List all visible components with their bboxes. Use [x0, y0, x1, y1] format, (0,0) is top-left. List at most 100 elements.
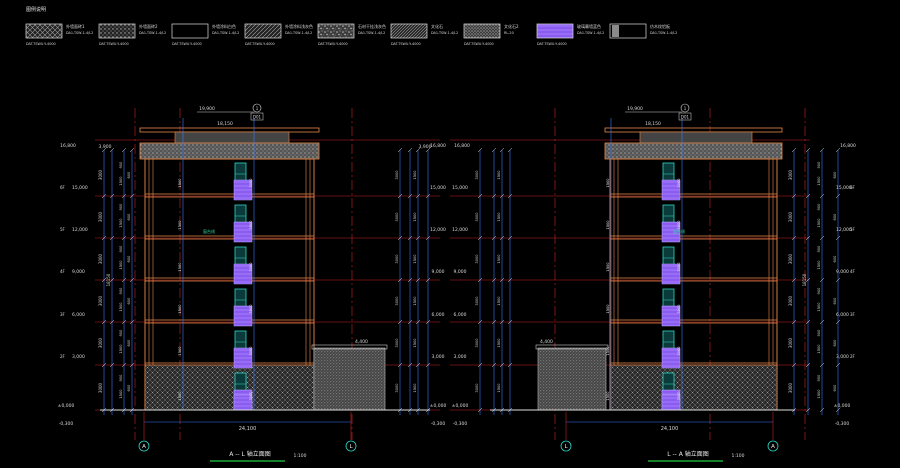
- dim-text: 3000: [98, 337, 103, 348]
- dim-text: 3000: [475, 254, 479, 264]
- dim-tick: [397, 147, 403, 153]
- dim-text: 3000: [677, 220, 681, 230]
- callout-number: 1: [256, 106, 259, 111]
- dim-tick: [507, 407, 513, 413]
- dim-tick: [805, 277, 811, 283]
- dim-text: 600: [833, 339, 837, 347]
- dim-tick: [491, 319, 497, 325]
- roof-band: [604, 142, 783, 160]
- dim-tick: [805, 407, 811, 413]
- glass-panel: [661, 347, 681, 369]
- roof-cap: [139, 127, 320, 133]
- dim-text: 1500: [178, 262, 182, 272]
- dim-text: 900: [817, 287, 821, 295]
- dim-tick: [129, 147, 135, 153]
- dim-text: 900: [119, 329, 123, 337]
- dim-tick: [407, 362, 413, 368]
- dim-text: 3000: [788, 169, 793, 180]
- dim-tick: [129, 235, 135, 241]
- legend-item-ref: DAT-TSWU-Y-4000: [391, 42, 421, 46]
- dim-tick: [425, 235, 431, 241]
- dim-text: 1500: [497, 170, 501, 180]
- legend-swatch: [171, 23, 209, 39]
- floor-elevation: 6,000: [836, 312, 849, 318]
- dim-text: 1500: [178, 346, 182, 356]
- base-stone: [609, 364, 778, 411]
- legend-item-name: 外墙涂料白色: [212, 23, 236, 29]
- dim-text: 900: [119, 245, 123, 253]
- dim-tick: [491, 147, 497, 153]
- dim-tick: [415, 407, 421, 413]
- dim-text: 3000: [249, 178, 253, 188]
- dim-text: 3000: [249, 262, 253, 272]
- legend-swatch: [317, 23, 355, 39]
- drawing-scale: 1:100: [732, 453, 745, 459]
- dim-text: 900: [817, 329, 821, 337]
- legend-item-code: DA1-TSW-1-4/L2: [139, 31, 166, 35]
- base-stone: [144, 364, 315, 411]
- legend-item-code: DA1-TSW-1-4/L2: [66, 31, 93, 35]
- glass-panel: [661, 221, 681, 243]
- legend-item-code: DA1-TSW-1-4/L2: [212, 31, 239, 35]
- dim-text: 1500: [119, 344, 123, 354]
- dim-text: 600: [833, 297, 837, 305]
- ground-elevation: ±0,000: [452, 403, 469, 409]
- dim-tick: [121, 147, 127, 153]
- dim-tick: [491, 235, 497, 241]
- base-elevation: -0,300: [835, 421, 850, 427]
- legend-item-code: DA1-TSW-1-4/L2: [650, 31, 677, 35]
- dim-text: 600: [127, 255, 131, 263]
- dim-tick: [109, 407, 115, 413]
- floor-elevation: 15,000: [452, 185, 468, 191]
- dim-tick: [109, 193, 115, 199]
- axis-bubble-right: [767, 440, 779, 452]
- floor-elevation: 12,000: [836, 227, 852, 233]
- floor-label: 3F: [850, 312, 856, 317]
- callout-tag: D01: [253, 115, 262, 120]
- axis-label-right: A: [771, 444, 775, 450]
- roof-parapet: [639, 131, 753, 145]
- dim-text: 3000: [677, 391, 681, 401]
- dim-tick: [791, 193, 797, 199]
- dim-text: 1500: [817, 218, 821, 228]
- legend-item-ref: DAT-TSWU-Y-4000: [99, 42, 129, 46]
- dim-tick: [101, 235, 107, 241]
- top-dim: 3,900: [419, 144, 432, 150]
- legend-item-name: 石材干挂浅灰色: [358, 23, 386, 29]
- dim-tick: [415, 193, 421, 199]
- side-note: 窗台线: [673, 228, 685, 234]
- floor-label: 2F: [850, 354, 856, 359]
- dim-tick: [491, 407, 497, 413]
- axis-label-left: L: [564, 444, 568, 450]
- dim-text: 900: [119, 287, 123, 295]
- dim-text: 18150: [802, 273, 807, 286]
- dim-tick: [407, 277, 413, 283]
- annex-elevation: 4,400: [540, 339, 553, 345]
- legend-swatch: [98, 23, 136, 39]
- dim-tick: [819, 147, 825, 153]
- overall-dim: 24,100: [239, 426, 257, 432]
- floor-label: 2F: [60, 354, 66, 359]
- dim-tick: [425, 407, 431, 413]
- dim-text: 900: [817, 374, 821, 382]
- legend-item-ref: DAT-TSWU-Y-4000: [464, 42, 494, 46]
- legend-swatch: [390, 23, 428, 39]
- dim-text: 600: [833, 384, 837, 392]
- dim-tick: [121, 235, 127, 241]
- annex-wall: [313, 347, 386, 411]
- dim-text: 600: [127, 171, 131, 179]
- dim-text: 1500: [606, 262, 610, 272]
- dim-tick: [397, 235, 403, 241]
- dim-tick: [129, 319, 135, 325]
- dim-text: 1500: [497, 383, 501, 393]
- floor-elevation: 9,000: [72, 269, 85, 275]
- callout-tag-box: [678, 112, 692, 121]
- dim-tick: [109, 362, 115, 368]
- glass-panel: [661, 305, 681, 327]
- roof-elevation: 16,800: [840, 143, 856, 149]
- dim-tick: [109, 319, 115, 325]
- dim-text: 1500: [178, 391, 182, 401]
- axis-label-left: A: [142, 444, 146, 450]
- dim-text: 3000: [395, 254, 399, 264]
- dim-text: 1500: [606, 391, 610, 401]
